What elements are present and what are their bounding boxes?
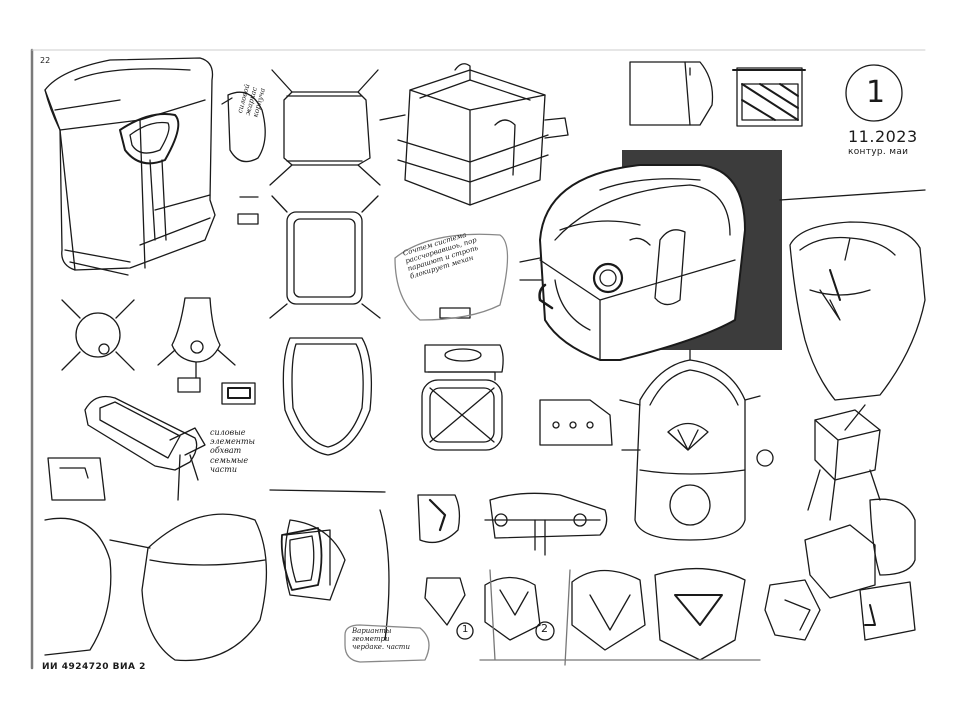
sketch-tablet <box>84 395 206 501</box>
page-course: контур. маи <box>848 147 909 157</box>
circled-number-2: 2 <box>541 622 548 635</box>
sketch-capsule <box>779 189 926 401</box>
note-varianty-geometrii: Варианты геометри чердаке. части <box>352 627 410 652</box>
sketch-pear <box>157 297 236 379</box>
sketch-rail <box>539 399 613 446</box>
sketch-parachute-pack <box>619 349 774 541</box>
note-silovye-elementy: силовые элементы обхват семьмые части <box>210 428 256 474</box>
sketch-small-boxes <box>629 61 806 127</box>
sketch-large-form <box>44 489 390 662</box>
sketch-sphere <box>61 299 135 371</box>
sketch-parachute-housing <box>519 150 782 361</box>
page-number: 1 <box>866 75 886 110</box>
sketch-crate <box>379 63 569 206</box>
sketch-device-box <box>44 57 216 276</box>
sketch-shield-frame <box>282 337 372 456</box>
sketch-octagon-frame <box>269 69 381 186</box>
page-corner-mark: 22 <box>40 56 51 65</box>
circled-number-1: 1 <box>462 624 469 635</box>
sketch-cube-legs <box>807 404 881 521</box>
sketch-rounded-frame <box>269 195 381 319</box>
footer-code: ИИ 4924720 ВИА 2 <box>42 662 146 672</box>
sketch-variants-row <box>417 492 916 666</box>
sketch-cell <box>421 344 504 451</box>
page-date: 11.2023 <box>848 127 918 146</box>
